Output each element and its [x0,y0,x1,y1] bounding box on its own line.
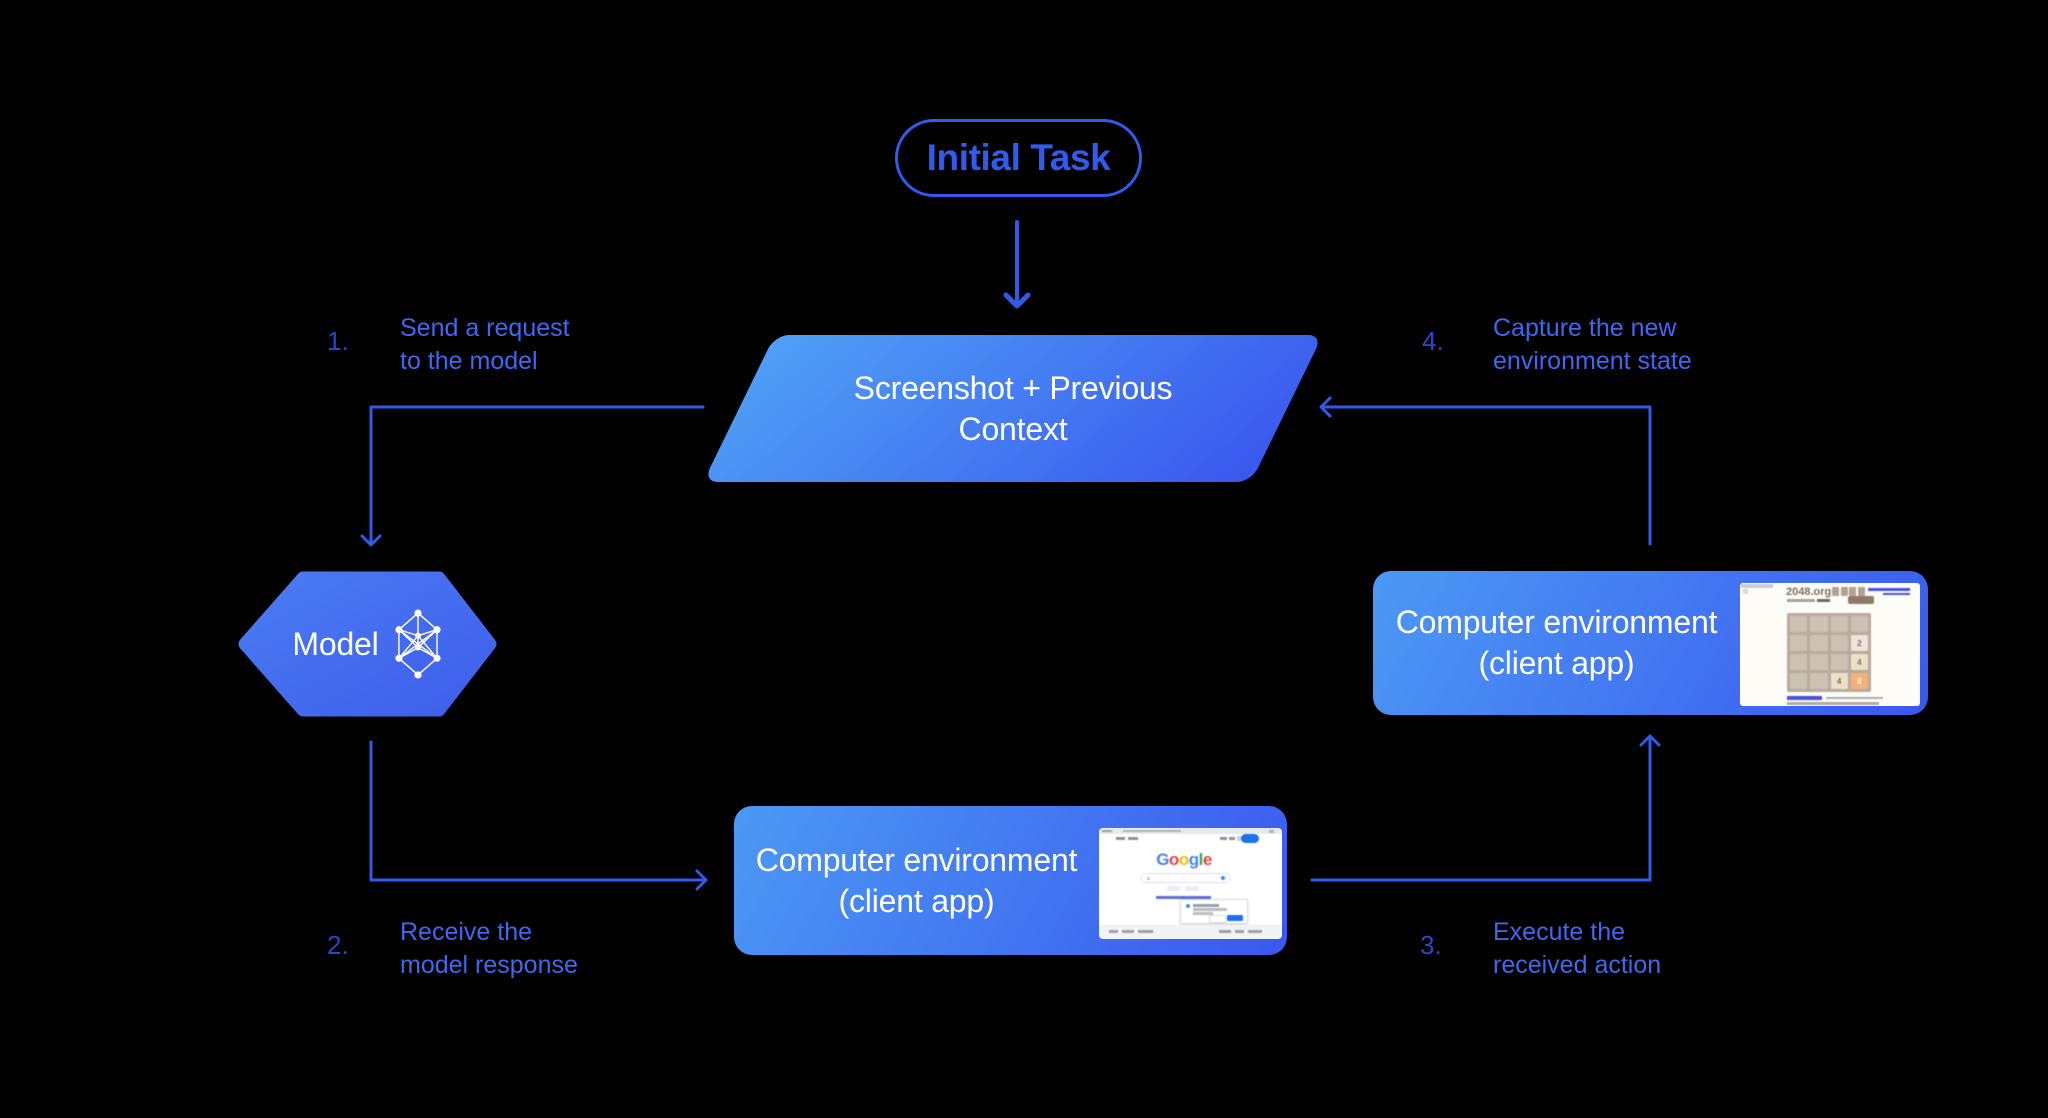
tile-4: 4 [1830,673,1848,689]
arrow-context-to-model [360,405,705,547]
step-1-label: Send a request to the model [400,314,570,375]
arrowhead-right-icon [695,869,708,891]
arrow-line [369,405,705,545]
env-box-execute: Computer environment (client app) Google [734,806,1287,955]
dialog-signin-button [1227,915,1243,921]
signin-dialog [1180,899,1248,924]
score-box [1832,587,1839,596]
tile-8: 8 [1850,673,1868,689]
new-game-button [1848,596,1874,604]
browser-tab-bar [1741,584,1773,588]
address-bar [1123,830,1181,832]
dialog-logo-icon [1186,904,1190,908]
arrow-line [369,740,706,882]
lucky-button [1185,886,1199,891]
env-capture-label-line2: (client app) [1478,645,1635,681]
arrow-line [1320,405,1652,546]
initial-task-label: Initial Task [926,137,1111,178]
arrowhead-left-icon [1319,396,1332,418]
browser-chrome-bar [1099,828,1282,834]
step-3-label: Execute the received action [1493,918,1662,979]
google-homepage-thumbnail: Google [1099,828,1282,939]
tile-2: 2 [1850,635,1868,651]
game-title: 2048.org [1786,586,1832,598]
screenshot-context-node: Screenshot + Previous Context [703,335,1323,482]
score-box [1857,587,1865,596]
arrow-line [1310,736,1652,882]
env-execute-label-line2: (client app) [838,882,995,919]
page-footer [1099,925,1282,939]
search-button [1167,886,1181,891]
neural-network-icon [394,609,441,679]
step-2-number: 2. [327,930,349,960]
magnifier-icon [1147,876,1150,880]
initial-task-node: Initial Task [895,119,1142,197]
arrow-model-to-environment [369,740,708,891]
step-3-number: 3. [1420,930,1442,960]
google-logo: Google [1156,850,1212,869]
dialog-secondary-button [1209,915,1226,923]
game-2048-thumbnail: 2048.org 2 4 4 8 [1740,583,1920,706]
step-2-label: Receive the model response [400,918,578,979]
model-hexagon-shape [238,571,497,717]
env-box-capture: Computer environment (client app) 2048.o… [1373,571,1928,715]
env-execute-label-line1: Computer environment [755,841,1078,878]
hexagon [238,571,497,717]
model-label: Model [292,625,379,662]
arrow-environment-to-capture [1310,734,1661,882]
apps-grid-icon [1236,836,1242,841]
context-label-line2: Context [958,410,1068,447]
search-input [1141,873,1231,883]
game-grid: 2 4 4 8 [1787,613,1871,692]
arrowhead-down-icon [360,534,382,547]
sign-in-button [1241,834,1259,843]
context-label-line1: Screenshot + Previous [853,369,1173,406]
arrowhead-down-icon [1003,292,1031,309]
arrow-capture-to-context [1319,396,1652,546]
tile-4: 4 [1850,654,1868,670]
model-node: Model [238,571,497,717]
step-1-number: 1. [327,326,349,356]
score-box [1849,587,1856,596]
step-4-number: 4. [1422,326,1444,356]
score-box [1840,587,1848,596]
env-capture-label-line1: Computer environment [1395,604,1718,640]
arrowhead-up-icon [1639,734,1661,747]
offered-in-link [1156,896,1211,899]
step-4-label: Capture the new environment state [1493,314,1692,375]
mic-icon [1221,876,1225,880]
arrow-task-to-context [1003,220,1031,309]
